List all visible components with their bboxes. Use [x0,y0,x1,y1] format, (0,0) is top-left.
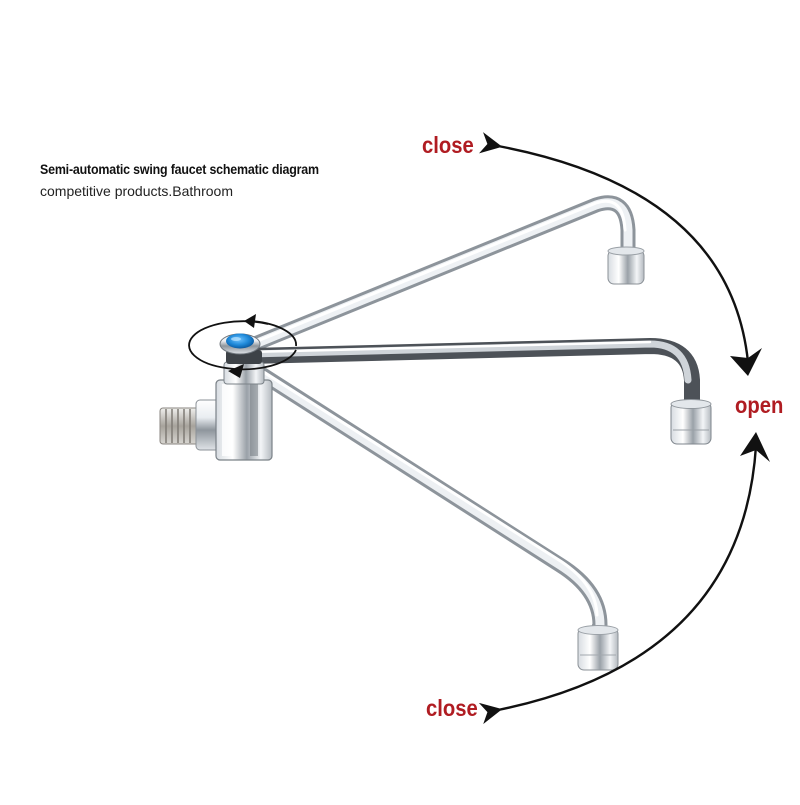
arrow-head-open-upper [730,348,762,376]
swing-arrow-lower [478,445,758,725]
swing-spout-closed-upper [237,195,645,356]
close-label-bottom: close [426,695,478,721]
diagram-subtitle: competitive products.Bathroom [40,183,233,199]
diagram-title: Semi-automatic swing faucet schematic di… [40,162,319,177]
push-button [219,333,261,355]
valve-body [215,350,273,461]
close-label-top: close [422,132,474,158]
swing-spout-open [242,338,712,445]
rotation-indicator [188,314,297,378]
threaded-inlet [159,399,221,451]
swing-arrow-upper [479,132,750,363]
arrow-head-open-lower [740,432,770,462]
swing-spout-closed-lower [244,360,619,671]
open-label: open [735,392,784,418]
